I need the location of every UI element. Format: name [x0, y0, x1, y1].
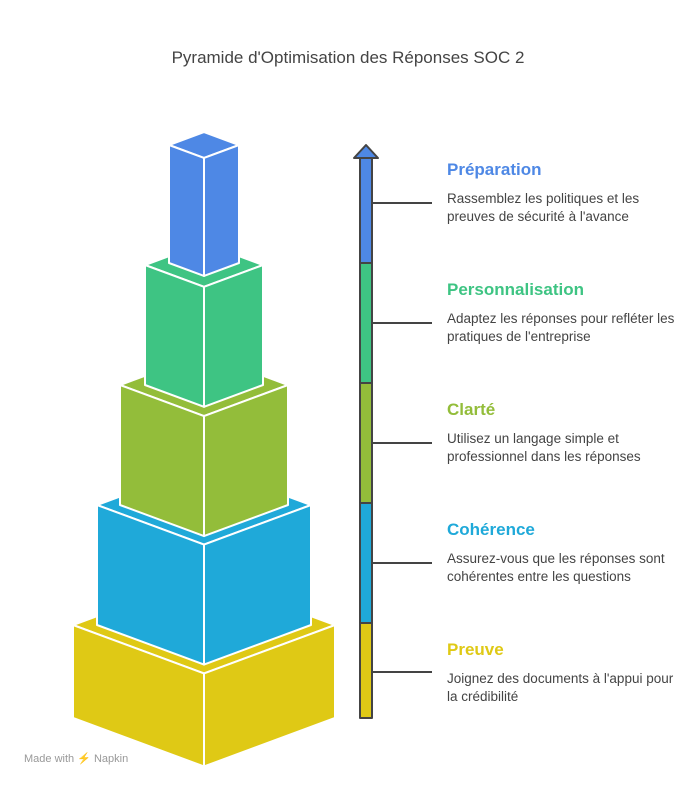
level-title: Préparation: [447, 160, 542, 179]
arrow-segment: [359, 157, 373, 264]
level-title: Clarté: [447, 400, 496, 419]
level-description: Utilisez un langage simple et profession…: [447, 431, 641, 464]
level-description: Joignez des documents à l'appui pour la …: [447, 671, 674, 704]
level-description: Adaptez les réponses pour refléter les p…: [447, 311, 675, 344]
level-title: Preuve: [447, 640, 504, 659]
arrow-segment: [359, 382, 373, 504]
block-right-face: [203, 384, 289, 538]
block-right-face: [203, 504, 312, 666]
level-description: Rassemblez les politiques et les preuves…: [447, 191, 640, 224]
arrow-segment: [359, 502, 373, 624]
napkin-watermark: Made with ⚡ Napkin: [24, 753, 129, 765]
diagram-title: Pyramide d'Optimisation des Réponses SOC…: [171, 48, 525, 67]
block-right-face: [203, 144, 240, 277]
level-title: Personnalisation: [447, 280, 584, 299]
block-left-face: [144, 264, 205, 408]
level-title: Cohérence: [447, 520, 535, 539]
block-right-face: [203, 264, 264, 408]
arrow-head-icon: [353, 144, 379, 159]
arrow-segment: [359, 262, 373, 384]
arrow-segment: [359, 622, 373, 719]
level-description: Assurez-vous que les réponses sont cohér…: [447, 551, 665, 584]
block-right-face: [203, 624, 336, 768]
block-left-face: [168, 144, 205, 277]
